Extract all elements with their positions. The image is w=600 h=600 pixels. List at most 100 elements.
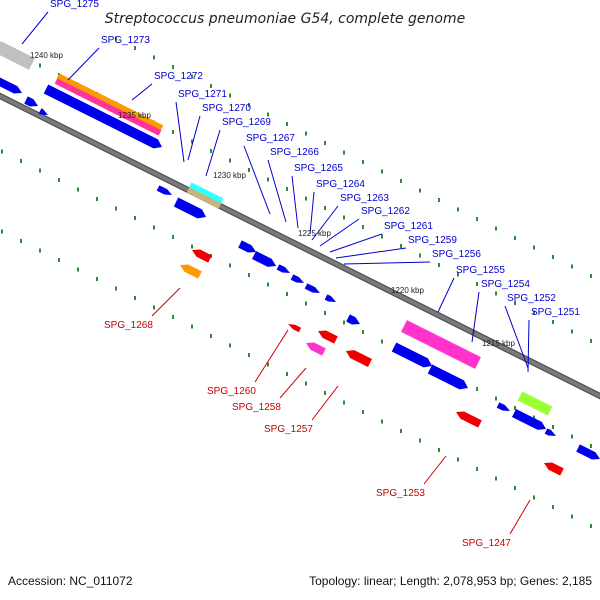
gene-label[interactable]: SPG_1264: [316, 179, 365, 190]
tick-dot: [210, 149, 212, 153]
tick-dot: [134, 46, 136, 50]
forward-gene-10[interactable]: [304, 283, 320, 293]
reverse-gene-4[interactable]: [306, 342, 326, 356]
reverse-gene-6[interactable]: [456, 411, 482, 428]
gene-bar-pink[interactable]: [54, 78, 162, 136]
gene-label[interactable]: SPG_1247: [462, 538, 511, 549]
gene-bar-lime[interactable]: [517, 391, 553, 416]
gene-label[interactable]: SPG_1260: [207, 386, 256, 397]
label-leader-lines: [21, 11, 531, 535]
tick-dot: [77, 267, 79, 272]
tick-dot: [343, 320, 345, 325]
gene-label[interactable]: SPG_1268: [104, 320, 153, 331]
gene-labels: SPG_1275SPG_1273SPG_1272SPG_1271SPG_1270…: [50, 0, 580, 549]
gene-label[interactable]: SPG_1256: [432, 249, 481, 260]
gene-label[interactable]: SPG_1251: [531, 307, 580, 318]
gene-label[interactable]: SPG_1258: [232, 402, 281, 413]
gene-label[interactable]: SPG_1265: [294, 163, 343, 174]
gene-label[interactable]: SPG_1275: [50, 0, 99, 10]
reverse-gene-7[interactable]: [544, 462, 564, 476]
tick-dot: [229, 158, 231, 163]
gene-label[interactable]: SPG_1261: [384, 221, 433, 232]
forward-gene-16[interactable]: [511, 408, 546, 430]
reverse-gene-2[interactable]: [288, 324, 302, 333]
gene-label[interactable]: SPG_1254: [481, 279, 530, 290]
tick-dot: [343, 150, 345, 155]
tick-dot: [476, 387, 478, 391]
tick-dot: [172, 235, 174, 239]
tick-dot: [324, 206, 326, 210]
gene-label[interactable]: SPG_1272: [154, 71, 203, 82]
tick-dot: [267, 282, 269, 287]
tick-dot: [381, 169, 383, 174]
tick-dot: [457, 207, 459, 212]
tick-dot: [77, 187, 79, 192]
forward-gene-18[interactable]: [576, 444, 600, 460]
tick-dot: [191, 324, 193, 329]
gene-label[interactable]: SPG_1259: [408, 235, 457, 246]
leader-line: [175, 101, 185, 163]
leader-line: [437, 277, 455, 313]
gene-label[interactable]: SPG_1266: [270, 147, 319, 158]
gene-bar-silver[interactable]: [0, 41, 35, 70]
gene-bar-tan[interactable]: [186, 187, 222, 209]
reverse-gene-5[interactable]: [346, 350, 373, 368]
leader-line: [187, 115, 201, 161]
gene-label[interactable]: SPG_1269: [222, 117, 271, 128]
forward-gene-13[interactable]: [391, 342, 432, 368]
leader-line: [21, 11, 49, 45]
gene-label[interactable]: SPG_1271: [178, 89, 227, 100]
tick-dot: [571, 264, 573, 269]
forward-gene-11[interactable]: [324, 294, 336, 302]
tick-dot: [286, 187, 288, 191]
gene-label[interactable]: SPG_1270: [202, 103, 251, 114]
forward-gene-4[interactable]: [156, 185, 172, 195]
gene-label[interactable]: SPG_1262: [361, 206, 410, 217]
forward-gene-1[interactable]: [24, 96, 38, 107]
forward-gene-9[interactable]: [290, 274, 304, 283]
forward-gene-8[interactable]: [276, 264, 290, 273]
tick-dot: [210, 84, 212, 88]
tick-dot: [438, 448, 440, 452]
forward-gene-12[interactable]: [346, 314, 360, 325]
tick-dot: [419, 188, 421, 193]
reverse-gene-3[interactable]: [318, 330, 338, 344]
gene-label[interactable]: SPG_1273: [101, 35, 150, 46]
forward-gene-7[interactable]: [251, 250, 276, 267]
tick-dot: [248, 168, 250, 172]
tick-dot: [229, 93, 231, 98]
gene-bar-orange[interactable]: [56, 73, 164, 131]
tick-dot: [381, 234, 383, 239]
gene-label[interactable]: SPG_1257: [264, 424, 313, 435]
gene-label[interactable]: SPG_1255: [456, 265, 505, 276]
tick-dot: [419, 253, 421, 258]
reverse-gene-1[interactable]: [180, 264, 202, 279]
forward-gene-6[interactable]: [238, 240, 256, 253]
forward-gene-15[interactable]: [496, 402, 510, 411]
gene-label[interactable]: SPG_1252: [507, 293, 556, 304]
leader-line: [423, 455, 447, 485]
tick-dot: [115, 206, 117, 211]
forward-gene-5[interactable]: [173, 197, 206, 219]
forward-gene-14[interactable]: [427, 364, 468, 390]
gene-bar-magenta[interactable]: [401, 320, 481, 369]
forward-gene-0[interactable]: [0, 77, 22, 94]
tick-dot: [286, 122, 288, 126]
gene-bar-cyan[interactable]: [188, 182, 224, 204]
forward-gene-2[interactable]: [38, 108, 48, 115]
gene-label[interactable]: SPG_1267: [246, 133, 295, 144]
scale-label: 1240 kbp: [30, 51, 63, 60]
gene-label[interactable]: SPG_1263: [340, 193, 389, 204]
gene-label[interactable]: SPG_1253: [376, 488, 425, 499]
tick-dot: [457, 457, 459, 462]
forward-gene-3[interactable]: [43, 84, 162, 149]
tick-dot: [343, 400, 345, 405]
tick-dot: [400, 429, 402, 433]
tick-dot: [438, 263, 440, 267]
tick-dot: [438, 198, 440, 202]
tick-dot: [305, 301, 307, 306]
forward-gene-17[interactable]: [544, 428, 556, 436]
reverse-gene-0[interactable]: [192, 249, 212, 263]
